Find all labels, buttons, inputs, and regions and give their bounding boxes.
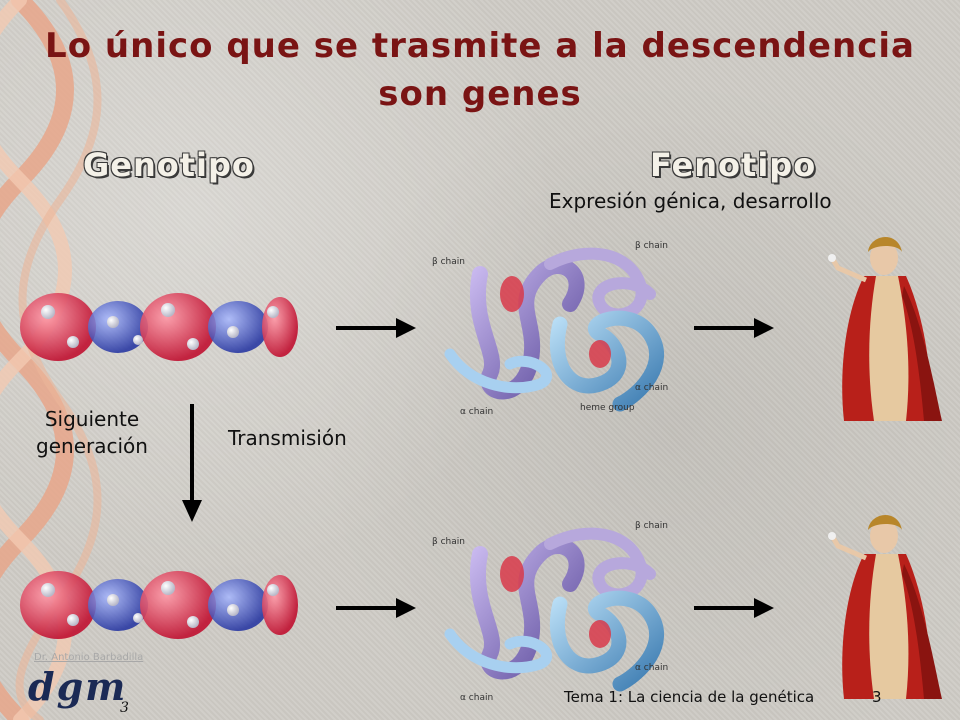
heme-group-label: heme group [580,403,635,413]
next-generation-label: Siguiente generación [22,406,162,460]
arrow-right-icon [336,598,416,618]
title-line-1: Lo único que se trasmite a la descendenc… [45,26,915,66]
alpha-chain-label: α chain [460,407,493,417]
alpha-chain-label: α chain [460,693,493,703]
transmission-label: Transmisión [228,426,347,450]
dna-molecule-image-next-generation [20,571,298,639]
hemoglobin-protein-image: β chain β chain α chain α chain heme gro… [432,241,668,417]
page-number: 3 [872,688,882,706]
dna-molecule-image [20,293,298,361]
woman-painting-image-next-generation [828,514,942,699]
arrow-right-icon [336,318,416,338]
phenotype-subtitle: Expresión génica, desarrollo [549,189,832,213]
phenotype-heading: Fenotipo [650,146,817,184]
title-line-2: son genes [378,74,582,114]
arrow-right-icon [694,318,774,338]
alpha-chain-label: α chain [635,663,668,673]
slide-title: Lo único que se trasmite a la descendenc… [40,22,920,118]
next-generation-line-1: Siguiente [44,407,140,431]
beta-chain-label: β chain [635,521,668,531]
dgm-logo: dgm [28,664,128,709]
beta-chain-label: β chain [635,241,668,251]
beta-chain-label: β chain [432,257,465,267]
logo-number: 3 [120,700,129,716]
woman-painting-image [828,236,942,421]
arrow-right-icon [694,598,774,618]
author-credit-link[interactable]: Dr. Antonio Barbadilla [34,652,144,663]
genotype-heading: Genotipo [83,146,255,184]
hemoglobin-protein-image-next-generation: β chain β chain α chain α chain [432,521,668,703]
beta-chain-label: β chain [432,537,465,547]
footer-topic: Tema 1: La ciencia de la genética [564,688,815,706]
next-generation-line-2: generación [36,434,148,458]
alpha-chain-label: α chain [635,383,668,393]
arrow-down-icon [182,404,202,522]
